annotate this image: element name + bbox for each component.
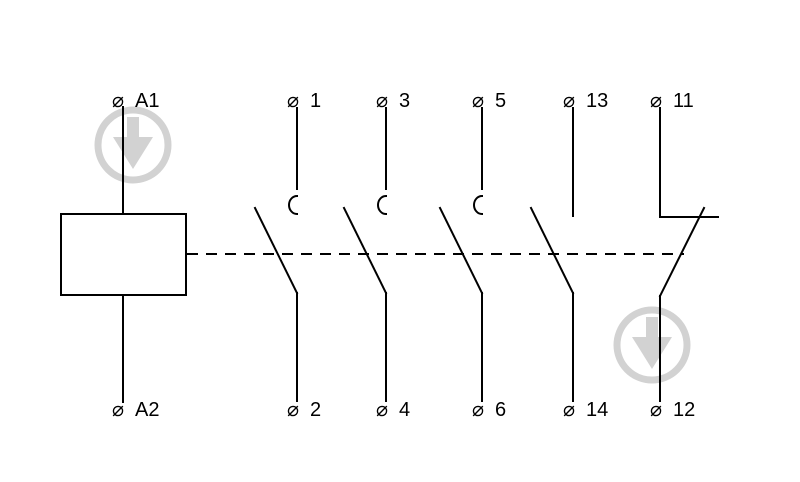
terminal-symbol: ⌀ [472, 399, 484, 421]
terminal-label: 4 [399, 399, 410, 421]
contact-blade [438, 206, 484, 295]
terminal-label: 5 [495, 90, 506, 112]
terminal-label: 6 [495, 399, 506, 421]
arc-suppressor [377, 194, 388, 216]
terminal-label: 14 [586, 399, 608, 421]
terminal-label: 11 [673, 90, 694, 112]
terminal-symbol: ⌀ [563, 90, 575, 112]
contact-blade [253, 206, 299, 295]
terminal-a2: ⌀ A2 [112, 399, 159, 421]
contact-1-2: ⌀ 1 ⌀ 2 [253, 90, 321, 421]
terminal-label: 3 [399, 90, 410, 112]
terminal-symbol: ⌀ [376, 90, 388, 112]
terminal-symbol: ⌀ [563, 399, 575, 421]
contact-blade [529, 206, 575, 295]
contact-blade [658, 206, 706, 298]
terminal-label-a1: A1 [135, 90, 159, 112]
terminal-symbol: ⌀ [650, 90, 662, 112]
terminal-label: 1 [310, 90, 321, 112]
terminal-label: 12 [673, 399, 695, 421]
terminal-symbol: ⌀ [650, 399, 662, 421]
contact-5-6: ⌀ 5 ⌀ 6 [438, 90, 506, 421]
terminal-label: 2 [310, 399, 321, 421]
terminal-symbol: ⌀ [472, 90, 484, 112]
coil-box [60, 213, 187, 296]
terminal-symbol: ⌀ [376, 399, 388, 421]
terminal-label-a2: A2 [135, 399, 159, 421]
terminal-symbol: ⌀ [287, 90, 299, 112]
terminal-symbol: ⌀ [112, 399, 124, 421]
terminal-symbol: ⌀ [112, 90, 124, 112]
contact-13-14: ⌀ 13 ⌀ 14 [529, 90, 608, 421]
contact-blade [342, 206, 388, 295]
download-watermark-icon [94, 106, 172, 184]
arc-suppressor [473, 194, 484, 216]
contact-11-12: ⌀ 11 ⌀ 12 [650, 90, 719, 421]
download-watermark-icon [613, 306, 691, 384]
coil: ⌀ A1 ⌀ A2 [60, 90, 187, 421]
arc-suppressor [288, 194, 299, 216]
contact-3-4: ⌀ 3 ⌀ 4 [342, 90, 410, 421]
terminal-label: 13 [586, 90, 608, 112]
terminal-symbol: ⌀ [287, 399, 299, 421]
terminal-a1: ⌀ A1 [112, 90, 159, 112]
